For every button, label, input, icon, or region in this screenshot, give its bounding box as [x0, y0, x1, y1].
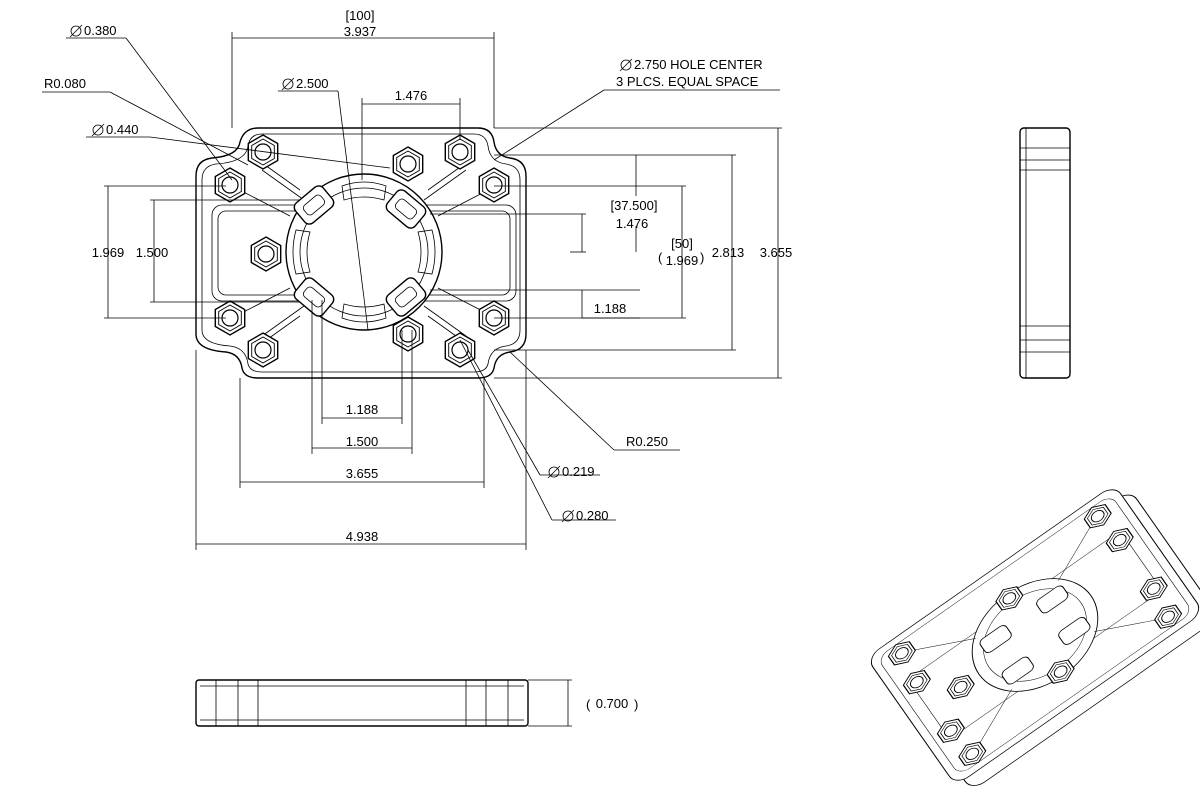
dimension-labels: [100] 3.937 0.380 R0.080 0.440 2.500 1.4… [44, 8, 792, 544]
plate-outline [195, 127, 527, 379]
r-0250-label: R0.250 [626, 434, 668, 449]
paren-left-0700: ( [586, 697, 591, 712]
dia-0380-label: 0.380 [84, 23, 117, 38]
r-0080-label: R0.080 [44, 76, 86, 91]
dim-2813: 2.813 [712, 245, 745, 260]
dim-1500-left: 1.500 [136, 245, 169, 260]
center-cutout [292, 181, 436, 323]
nut-center-top [392, 146, 424, 182]
side-view [1019, 127, 1071, 379]
dim-1188-right: 1.188 [594, 301, 627, 316]
nut-upper-right [478, 167, 510, 203]
bracket-37500: [37.500] [611, 198, 658, 213]
dia-2500-label: 2.500 [296, 76, 329, 91]
nut-bottom-left [247, 332, 279, 368]
nut-top-left [247, 134, 279, 170]
paren-right-50: ) [700, 250, 704, 265]
dim-1188-bottom: 1.188 [346, 402, 379, 417]
dimension-lines [42, 32, 782, 550]
paren-left-50: ( [658, 250, 663, 265]
isometric-view [870, 489, 1200, 786]
slots [293, 185, 427, 317]
dia-2500-callout: 2.500 [281, 76, 329, 91]
overall-width: 3.937 [344, 24, 377, 39]
nut-top-right [444, 134, 476, 170]
paren-right-0700: ) [634, 697, 638, 712]
dim-3655-bottom: 3.655 [346, 466, 379, 481]
dia-0219-callout: 0.219 [547, 464, 595, 479]
hole-center-line1: 2.750 HOLE CENTER [634, 57, 763, 72]
dia-0380-callout: 0.380 [69, 23, 117, 38]
dim-0700: 0.700 [596, 696, 629, 711]
hole-center-line2: 3 PLCS. EQUAL SPACE [616, 74, 759, 89]
dia-0219-label: 0.219 [562, 464, 595, 479]
nut-mid-left [250, 236, 282, 272]
dim-1476-right: 1.476 [616, 216, 649, 231]
dim-3655-right: 3.655 [760, 245, 793, 260]
nut-bottom-right [444, 332, 476, 368]
bracket-50: [50] [671, 236, 693, 251]
nut-upper-left [214, 167, 246, 203]
dia-0280-callout: 0.280 [561, 508, 609, 523]
dim-1969-left: 1.969 [92, 245, 125, 260]
dia-0440-callout: 0.440 [91, 122, 139, 137]
front-view: ( 0.700 ) [195, 679, 638, 727]
center-boss-inner [299, 187, 429, 317]
dim-1476-top: 1.476 [395, 88, 428, 103]
dim-1500-bottom: 1.500 [346, 434, 379, 449]
overall-width-bracket: [100] [346, 8, 375, 23]
plate-outline-inner [201, 133, 521, 373]
dia-0440-label: 0.440 [106, 122, 139, 137]
dim-4938: 4.938 [346, 529, 379, 544]
dia-0280-label: 0.280 [576, 508, 609, 523]
hole-center-callout: 2.750 HOLE CENTER 3 PLCS. EQUAL SPACE [616, 57, 763, 89]
dim-1969-right: 1.969 [666, 253, 699, 268]
top-view [195, 127, 527, 379]
